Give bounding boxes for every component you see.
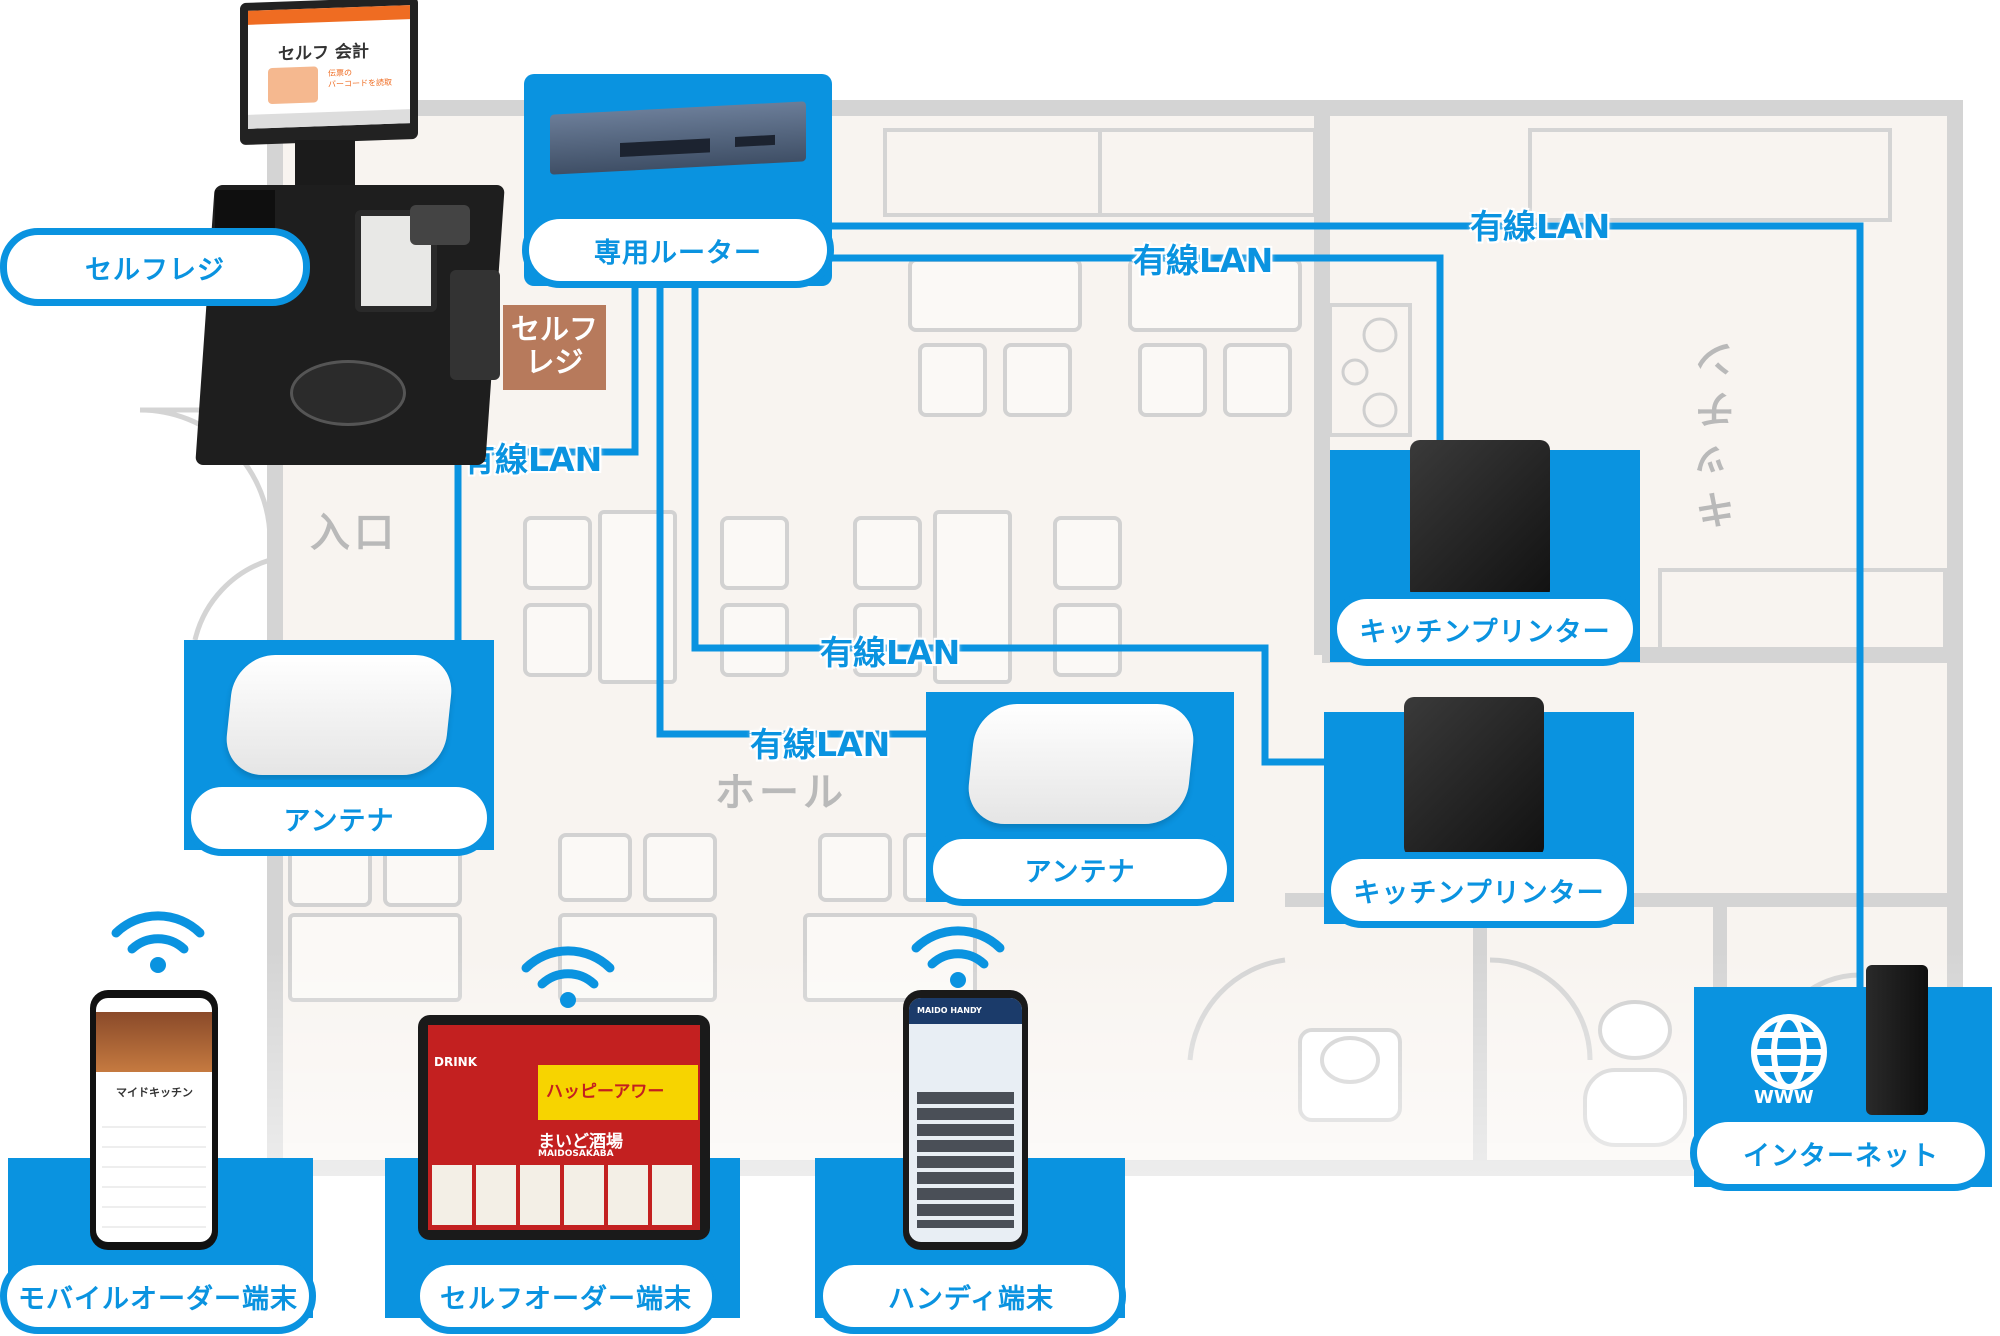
lan-label-4: 有線LAN xyxy=(820,633,961,672)
modem-device xyxy=(1866,965,1928,1115)
tablet-shop: まいど酒場 xyxy=(538,1132,623,1152)
kitchen-printer-1-panel: キッチンプリンター xyxy=(1330,440,1640,666)
self-register-machine: セルフ 会計 伝票の バーコードを読取 xyxy=(195,0,535,470)
kitchen-printer-2-device xyxy=(1404,697,1544,857)
lan-line-printer-1 xyxy=(820,254,1444,450)
phone-brand: マイドキッチン xyxy=(116,1086,193,1099)
handy-device: MAIDO HANDY xyxy=(903,990,1028,1250)
lan-label-2: 有線LAN xyxy=(1133,241,1274,280)
lan-line-register xyxy=(454,285,639,640)
kitchen-printer-1-pill[interactable]: キッチンプリンター xyxy=(1330,592,1640,666)
tablet-shop-en: MAIDOSAKABA xyxy=(538,1149,614,1159)
lan-line-antenna-2 xyxy=(656,285,935,738)
wifi-icon-handy xyxy=(911,926,1005,988)
kitchen-printer-2-panel: キッチンプリンター xyxy=(1324,697,1634,928)
self-register-pill[interactable]: セルフレジ xyxy=(0,228,310,306)
lan-label-1: 有線LAN xyxy=(1470,207,1611,246)
antenna-1-device xyxy=(222,655,456,775)
self-register-sign: セルフ レジ xyxy=(503,305,606,390)
internet-pill[interactable]: インターネット xyxy=(1690,1115,1992,1191)
antenna-2-device xyxy=(964,704,1198,824)
mobile-order-phone: マイドキッチン xyxy=(90,990,218,1250)
wifi-icon-mobile xyxy=(111,911,205,973)
kiosk-title: セルフ 会計 xyxy=(278,41,369,65)
lan-line-internet xyxy=(820,222,1864,990)
lan-line-printer-2 xyxy=(691,285,1330,766)
handy-brand: MAIDO HANDY xyxy=(917,1006,982,1015)
hall-label: ホール xyxy=(715,770,847,816)
mobile-order-pill[interactable]: モバイルオーダー端末 xyxy=(0,1258,316,1334)
kitchen-printer-2-pill[interactable]: キッチンプリンター xyxy=(1324,852,1634,928)
self-order-pill[interactable]: セルフオーダー端末 xyxy=(413,1258,719,1334)
antenna-2-panel: アンテナ xyxy=(926,692,1234,906)
entrance-label: 入口 xyxy=(310,510,398,556)
router-pill[interactable]: 専用ルーター xyxy=(522,212,834,288)
lan-label-5: 有線LAN xyxy=(750,725,891,764)
kitchen-printer-1-device xyxy=(1410,440,1550,600)
globe-icon xyxy=(1751,1014,1827,1090)
www-label: WWW xyxy=(1754,1087,1814,1108)
kiosk-screen: セルフ 会計 伝票の バーコードを読取 xyxy=(240,0,418,146)
kiosk-note: 伝票の バーコードを読取 xyxy=(328,68,392,90)
router-device xyxy=(550,101,806,175)
handy-pill[interactable]: ハンディ端末 xyxy=(816,1258,1126,1334)
self-order-tablet: DRINK ハッピーアワー まいど酒場 MAIDOSAKABA xyxy=(418,1015,710,1240)
antenna-2-pill[interactable]: アンテナ xyxy=(926,832,1234,906)
router-panel: 専用ルーター xyxy=(522,74,834,288)
antenna-1-pill[interactable]: アンテナ xyxy=(184,780,494,856)
tablet-promo: ハッピーアワー xyxy=(546,1082,665,1102)
antenna-1-panel: アンテナ xyxy=(184,640,494,856)
internet-panel: WWW インターネット xyxy=(1690,965,1992,1191)
tablet-header: DRINK xyxy=(434,1055,478,1069)
wifi-icon-tablet xyxy=(521,946,615,1008)
